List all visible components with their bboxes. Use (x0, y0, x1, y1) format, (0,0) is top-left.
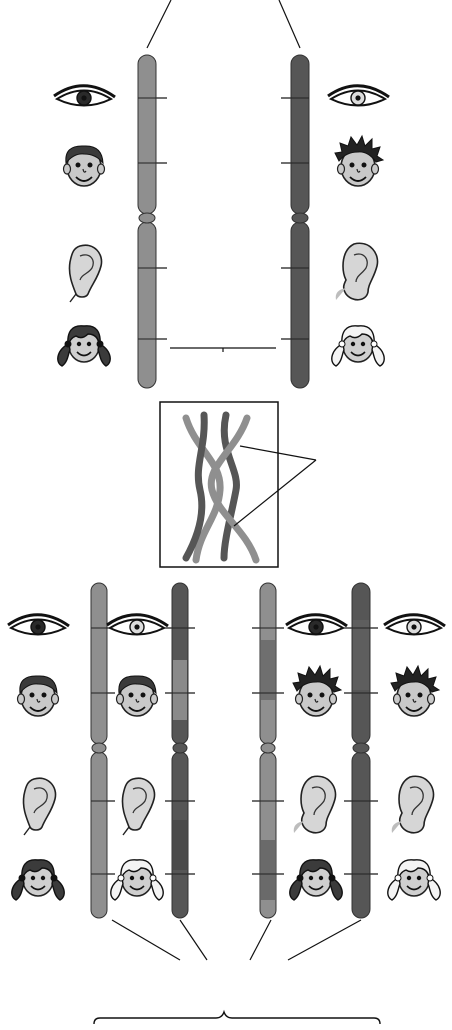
top-right-light-hair-girl-face-icon (332, 326, 384, 366)
chromosome-arm-lower (291, 222, 309, 388)
chromosome-arm-lower (138, 222, 156, 388)
centromere (92, 743, 106, 753)
converge-line-3 (250, 920, 271, 960)
bottom-3-free-earlobe-icon (294, 776, 336, 833)
bottom-3-curly-hair-face-icon (293, 666, 341, 716)
bottom-chromosome-4 (352, 583, 370, 918)
bottom-1-attached-earlobe-icon (23, 778, 55, 835)
centromere (353, 743, 369, 753)
bottom-2-light-eye-icon (107, 615, 168, 635)
bottom-chromosome-1 (91, 583, 107, 918)
bottom-2-straight-hair-face-icon (117, 676, 158, 716)
top-left-pointer-line (147, 0, 171, 48)
bottom-4-curly-hair-face-icon (391, 666, 439, 716)
top-left-dark-eye-icon (54, 86, 115, 106)
converge-line-1 (112, 920, 180, 960)
top-right-curly-hair-face-icon (335, 136, 383, 186)
bottom-3-dark-eye-icon (286, 615, 347, 635)
chromosome-arm-upper (138, 55, 156, 214)
bottom-brace (94, 1012, 380, 1024)
bottom-2-attached-earlobe-icon (122, 778, 154, 835)
top-right-chromosome (291, 55, 309, 388)
bottom-3-dark-hair-girl-face-icon (290, 860, 342, 900)
bottom-1-dark-hair-girl-face-icon (12, 860, 64, 900)
chromosome-arm-lower (91, 752, 107, 918)
top-right-light-eye-icon (328, 86, 389, 106)
chromosome-arm-upper (91, 583, 107, 744)
converge-line-2 (180, 920, 207, 960)
bottom-chromosome-2 (172, 583, 188, 918)
chromosome-arm-upper (291, 55, 309, 214)
centromere (139, 213, 155, 223)
bottom-1-dark-eye-icon (8, 615, 69, 635)
chromosome-band (261, 840, 275, 900)
chromosome-band (353, 620, 369, 690)
crossover-box (160, 402, 316, 567)
top-left-attached-earlobe-icon (69, 245, 101, 302)
converge-line-4 (288, 920, 361, 960)
centromere (261, 743, 275, 753)
bottom-4-light-hair-girl-face-icon (388, 860, 440, 900)
bottom-1-straight-hair-face-icon (18, 676, 59, 716)
centromere (292, 213, 308, 223)
top-left-straight-hair-face-icon (64, 146, 105, 186)
bottom-chromosome-3 (260, 583, 276, 918)
bottom-2-light-hair-girl-face-icon (111, 860, 163, 900)
top-right-pointer-line (279, 0, 300, 48)
chromosome-band (173, 660, 187, 720)
bottom-4-free-earlobe-icon (392, 776, 434, 833)
chromosome-band (173, 820, 187, 870)
top-left-chromosome (138, 55, 156, 388)
chromosome-band (261, 640, 275, 700)
chromosome-arm-lower (352, 752, 370, 918)
centromere (173, 743, 187, 753)
top-right-free-earlobe-icon (336, 243, 378, 300)
top-left-dark-hair-girl-face-icon (58, 326, 110, 366)
bottom-4-light-eye-icon (384, 615, 445, 635)
